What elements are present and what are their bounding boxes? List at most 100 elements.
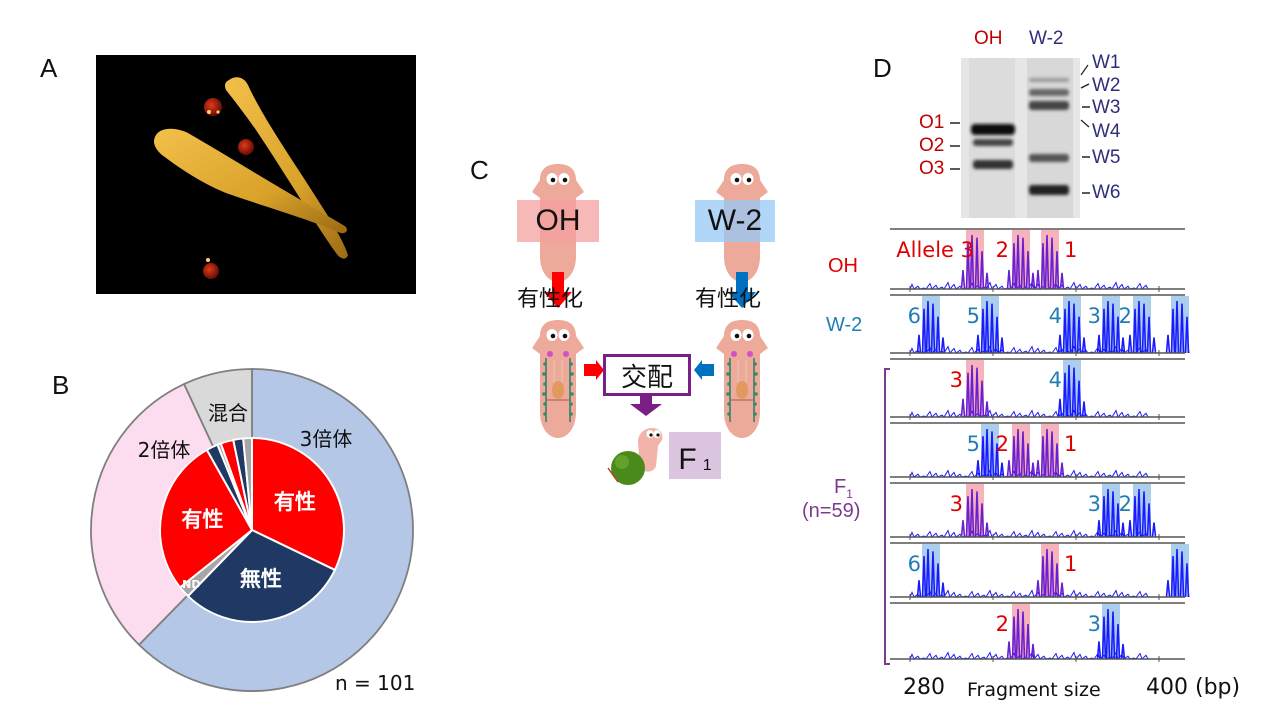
- trace-peak: [1035, 548, 1065, 598]
- offspring-arrow: [630, 394, 662, 416]
- trace-peak: [975, 300, 1005, 354]
- f1-juvenile-icon: [607, 428, 663, 485]
- x-axis-title: Fragment size: [967, 679, 1101, 701]
- band-label-w5: W5: [1092, 147, 1121, 168]
- gel-band-o3: [973, 160, 1013, 169]
- mating-box: 交配: [603, 354, 691, 396]
- gel-band-tick-marks: [950, 64, 1090, 194]
- allele-label-red: 1: [1064, 552, 1077, 576]
- sexualization-label-right: 有性化: [695, 287, 762, 312]
- allele-label-blue: 3: [1088, 304, 1101, 328]
- gel-band-o1: [971, 124, 1015, 135]
- allele-label-blue: 3: [1088, 612, 1101, 636]
- allele-label-blue: 4: [1049, 304, 1062, 328]
- gel-band-w3: [1029, 101, 1069, 110]
- trace-peak: [1165, 300, 1190, 354]
- gel-lane-oh: OH: [974, 28, 1003, 49]
- sexualize-arrow-left: [544, 272, 572, 308]
- band-label-o2: O2: [919, 135, 945, 156]
- allele-label-blue: 5: [967, 304, 980, 328]
- pie-inner-label-3: 有性: [181, 507, 223, 531]
- pie-outer-label-1: 2倍体: [138, 438, 191, 462]
- allele-label-red: 2: [996, 612, 1009, 636]
- allele-label-blue: 6: [908, 552, 921, 576]
- sexualize-arrow-right: [728, 272, 756, 308]
- band-label-w1: W1: [1092, 52, 1121, 73]
- trace-peak: [1096, 300, 1126, 354]
- f1-group-label: F1: [834, 476, 853, 501]
- panel-label-a: A: [40, 53, 58, 83]
- f1-group-count: (n=59): [802, 500, 861, 522]
- gel-band-w2: [1029, 89, 1069, 96]
- trace-peak: [1006, 608, 1036, 660]
- fragment-traces: Allele 3216543213421533216123: [890, 228, 1190, 662]
- pie-inner-label-1: 無性: [240, 567, 282, 591]
- trace-row-w-2: 654321: [890, 294, 1190, 356]
- trace-peak: [1127, 488, 1157, 538]
- trace-peak: [1057, 300, 1087, 354]
- allele-label-blue: 2: [1119, 304, 1132, 328]
- trace-peak: [1096, 608, 1126, 660]
- trace-peak: [916, 548, 946, 598]
- panel-label-d: D: [873, 53, 892, 83]
- band-label-w6: W6: [1092, 182, 1121, 203]
- pie-inner-slice-3: [159, 448, 254, 589]
- trace-row-oh: Allele 3 2 1: [890, 228, 1185, 292]
- pie-inner-slice-8: [242, 436, 253, 531]
- gel-band-w5: [1029, 154, 1069, 162]
- trace-peak: [975, 428, 1005, 478]
- gel-band-o2: [973, 139, 1013, 146]
- sexualization-label-left: 有性化: [517, 287, 584, 312]
- trace-peak: [1165, 548, 1190, 598]
- allele-label-red: Allele 3: [896, 238, 974, 262]
- crossing-scheme: [531, 164, 769, 485]
- trace-peak: [960, 364, 990, 418]
- w2-sexual-worm: [715, 319, 769, 439]
- allele-label-blue: 3: [1088, 492, 1101, 516]
- trace-row-label-oh: OH: [828, 255, 858, 277]
- oh-strain-label: OH: [517, 200, 599, 242]
- gel-image: [961, 58, 1080, 218]
- band-label-o3: O3: [919, 158, 945, 179]
- allele-label-red: 3: [950, 368, 963, 392]
- planarian-worm: [154, 128, 347, 234]
- trace-row-f1-2: 2 1 5: [890, 422, 1185, 480]
- allele-label-red: 3: [950, 492, 963, 516]
- allele-label-red: 1: [1064, 432, 1077, 456]
- gel-band-w6: [1029, 185, 1069, 195]
- trace-peak: [1006, 428, 1036, 478]
- gel-lane-w2: W-2: [1029, 28, 1064, 49]
- trace-peak: [1127, 300, 1157, 354]
- allele-label-blue: 2: [1119, 492, 1132, 516]
- pie-inner-slice-0: [251, 436, 345, 572]
- panel-label-c: C: [470, 155, 489, 185]
- trace-peak: [1096, 488, 1126, 538]
- oh-sexual-worm: [531, 319, 585, 439]
- mating-arrow-right: [694, 360, 714, 380]
- band-label-w2: W2: [1092, 75, 1121, 96]
- trace-peak: [960, 234, 990, 290]
- band-label-o1: O1: [919, 112, 945, 133]
- allele-label-red: 2: [996, 238, 1009, 262]
- mating-arrow-left: [584, 360, 604, 380]
- trace-peak: [1057, 364, 1087, 418]
- pie-inner-label-2: ND: [182, 578, 200, 591]
- pie-inner-label-0: 有性: [274, 490, 316, 514]
- f1-bracket: [884, 368, 890, 665]
- allele-label-blue: 6: [908, 304, 921, 328]
- egg-capsule: [203, 263, 219, 279]
- w2-strain-label: W-2: [695, 200, 775, 242]
- pie-inner-slice-1: [186, 528, 337, 623]
- band-label-w3: W3: [1092, 97, 1121, 118]
- pie-outer-label-0: 3倍体: [300, 427, 353, 451]
- allele-label-red: 1: [1064, 238, 1077, 262]
- egg-capsule: [238, 139, 254, 155]
- trace-peak: [960, 488, 990, 538]
- panel-label-b: B: [52, 370, 70, 400]
- planarian-photo: [96, 55, 416, 294]
- allele-label-blue: 5: [967, 432, 980, 456]
- allele-label-red: 2: [996, 432, 1009, 456]
